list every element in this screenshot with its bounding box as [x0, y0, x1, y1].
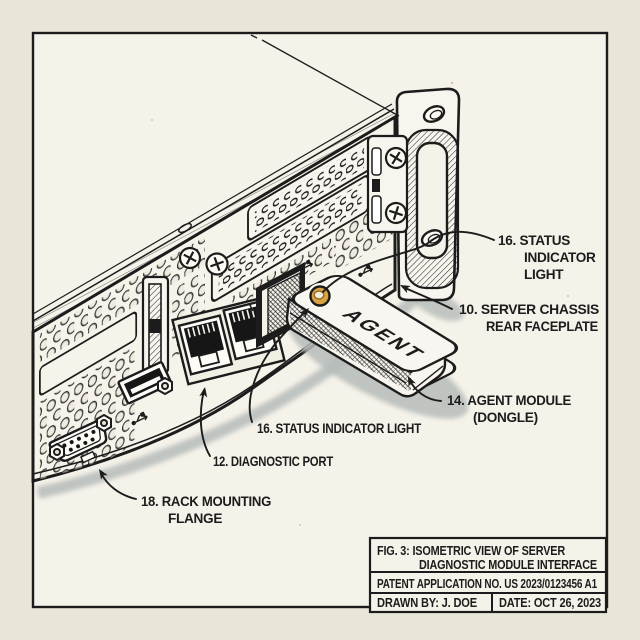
figure-caption-line1: FIG. 3: ISOMETRIC VIEW OF SERVER [377, 543, 566, 558]
callout-status-top-1: 16. STATUS [498, 233, 570, 248]
callout-status-top-3: LIGHT [524, 267, 564, 282]
patent-number: PATENT APPLICATION NO. US 2023/0123456 A… [377, 576, 597, 591]
usb-port [117, 361, 173, 405]
callout-chassis-1: 10. SERVER CHASSIS [459, 302, 599, 317]
drawn-by: DRAWN BY: J. DOE [377, 595, 477, 610]
faceplate-right-trim [366, 134, 409, 234]
callout-status-top-2: INDICATOR [524, 250, 596, 265]
callout-agent-1: 14. AGENT MODULE [447, 393, 571, 408]
vent-field-upper [39, 236, 206, 362]
blank-cover-strip [39, 311, 138, 396]
handle-cutout [415, 141, 449, 260]
trim-slot-top [371, 147, 382, 176]
callout-flange-2: FLANGE [168, 511, 222, 526]
flange-screw-hole-top [422, 105, 446, 123]
title-block: FIG. 3: ISOMETRIC VIEW OF SERVER DIAGNOS… [368, 536, 608, 614]
callout-agent-2: (DONGLE) [473, 410, 538, 425]
leader-diagnostic [199, 389, 211, 457]
trim-screw-top [384, 146, 408, 170]
trim-slot-bottom [371, 195, 382, 224]
agent-module-dongle: AGENT [285, 274, 459, 398]
trim-screw-bottom [384, 201, 408, 225]
paper-specks [151, 81, 570, 526]
usb-icon-3 [358, 264, 374, 277]
callout-labels: 16. STATUS INDICATOR LIGHT 10. SERVER CH… [141, 233, 600, 526]
chassis-top-receding-edge [261, 39, 400, 117]
top-edge-hatch-band [33, 109, 395, 332]
lip-vent-slot [178, 222, 192, 234]
figure-caption-line2: DIAGNOSTIC MODULE INTERFACE [419, 557, 597, 572]
chassis-drop-shadow [36, 276, 442, 499]
leader-status-bottom [248, 310, 307, 423]
hex-standoffs [49, 376, 173, 462]
callout-status-bottom: 16. STATUS INDICATOR LIGHT [257, 421, 422, 436]
callout-flange-1: 18. RACK MOUNTING [141, 494, 271, 509]
top-lip-line-1 [32, 108, 395, 322]
callout-diagnostic: 12. DIAGNOSTIC PORT [213, 454, 334, 469]
top-lip-line-2 [32, 103, 393, 315]
leader-status-top [322, 230, 495, 293]
callout-leaders [99, 230, 495, 500]
server-rear-faceplate [31, 34, 409, 483]
server-chassis-illustration: AGENT 16. STATUS INDICATOR LIGHT 10. SER… [31, 34, 600, 526]
usb-icon [131, 411, 148, 426]
status-led-window [372, 179, 380, 192]
callout-chassis-2: REAR FACEPLATE [486, 319, 598, 334]
card-retention-bracket [141, 275, 170, 375]
rj45-port-1 [177, 314, 234, 376]
date: DATE: OCT 26, 2023 [499, 595, 601, 610]
dongle-rim-seam [289, 312, 444, 391]
receding-edge-dash [250, 34, 258, 39]
dongle-side-hatch [289, 299, 411, 392]
